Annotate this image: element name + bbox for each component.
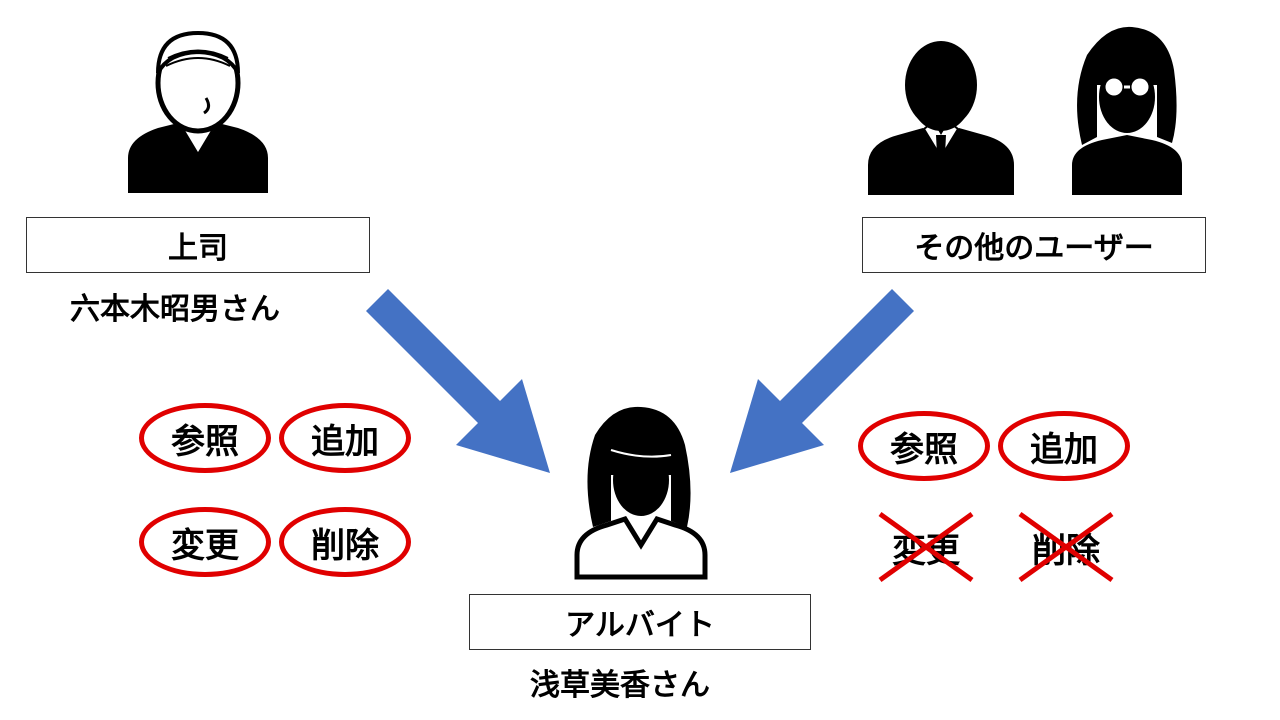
boss-perm-view: 参照 [139, 403, 271, 473]
boss-perm-delete-label: 削除 [311, 525, 379, 566]
boss-perm-add-label: 追加 [311, 421, 379, 462]
others-perm-add: 追加 [998, 411, 1130, 481]
others-perm-add-label: 追加 [1030, 429, 1098, 470]
delete-denied-cross-icon [1018, 511, 1114, 583]
others-perm-view: 参照 [858, 411, 990, 481]
boss-perm-view-label: 参照 [171, 421, 239, 462]
boss-arrow-icon [366, 289, 550, 473]
parttimer-person-icon [574, 406, 708, 580]
boss-person-icon [128, 30, 268, 193]
others-role-box: その他のユーザー [862, 217, 1206, 273]
parttimer-role-box: アルバイト [469, 594, 811, 650]
boss-role-label: 上司 [168, 231, 228, 266]
others-arrow-icon [730, 289, 914, 473]
boss-name: 六本木昭男さん [70, 292, 280, 327]
boss-perm-edit-label: 変更 [171, 525, 239, 566]
boss-role-box: 上司 [26, 217, 370, 273]
parttimer-role-label: アルバイト [565, 608, 715, 643]
boss-perm-edit: 変更 [139, 507, 271, 577]
others-role-label: その他のユーザー [914, 231, 1154, 266]
others-perm-view-label: 参照 [890, 429, 958, 470]
parttimer-name: 浅草美香さん [530, 668, 710, 703]
edit-denied-cross-icon [878, 511, 974, 583]
female-user-icon [1072, 26, 1182, 195]
boss-perm-delete: 削除 [279, 507, 411, 577]
male-user-icon [868, 41, 1014, 195]
boss-perm-add: 追加 [279, 403, 411, 473]
